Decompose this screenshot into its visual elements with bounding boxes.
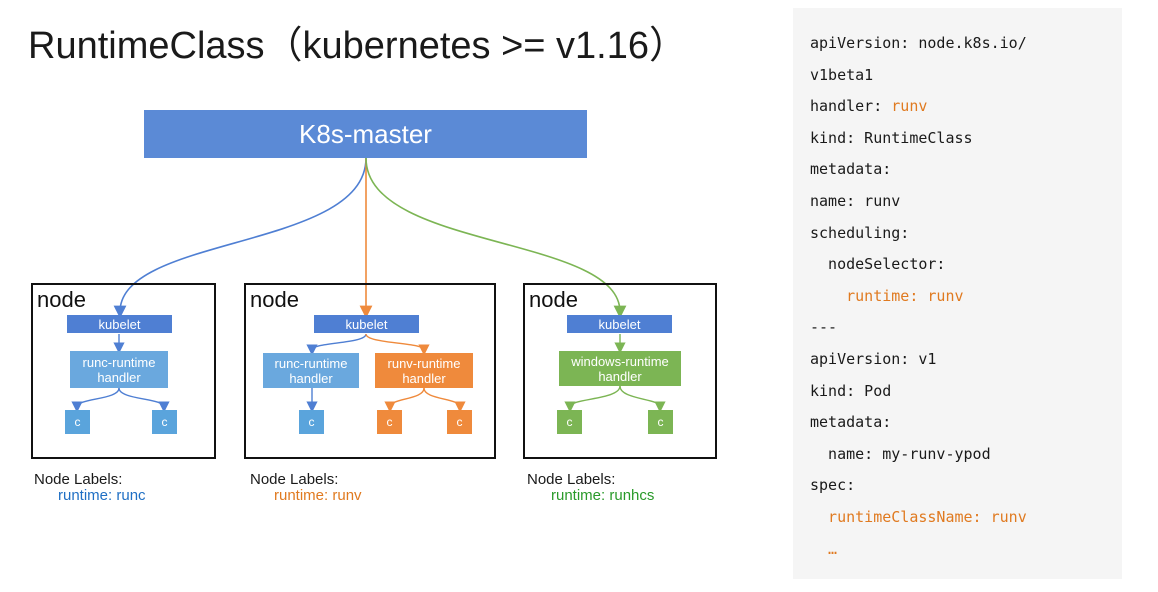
code-line: kind: RuntimeClass	[810, 128, 973, 147]
yaml-code-panel: apiVersion: node.k8s.io/ v1beta1 handler…	[793, 8, 1122, 579]
container-box: c	[648, 410, 673, 434]
code-line: name: runv	[810, 191, 901, 210]
container-box: c	[557, 410, 582, 434]
node-box-1: node	[31, 283, 216, 459]
connector-lines	[71, 157, 666, 413]
code-line: metadata:	[810, 160, 892, 179]
code-line: kind: Pod	[810, 381, 892, 400]
container-box: c	[152, 410, 177, 434]
code-line: runtime: runv	[846, 286, 964, 305]
container-box: c	[447, 410, 472, 434]
code-line: metadata:	[810, 413, 892, 432]
node-labels-title: Node Labels:	[527, 471, 616, 488]
windows-runtime-handler-box: windows-runtime handler	[559, 351, 681, 386]
code-line: apiVersion: node.k8s.io/	[810, 34, 1027, 52]
code-line: name: my-runv-ypod	[828, 444, 991, 463]
kubelet-box: kubelet	[567, 315, 672, 333]
node-label: node	[250, 287, 299, 312]
runc-runtime-handler-box: runc-runtime handler	[70, 351, 168, 388]
kubelet-box: kubelet	[314, 315, 419, 333]
node-label: node	[529, 287, 578, 312]
code-line: nodeSelector:	[828, 255, 946, 274]
code-line: spec:	[810, 476, 856, 495]
runv-runtime-handler-box: runv-runtime handler	[375, 353, 473, 388]
k8s-master-box: K8s-master	[144, 110, 587, 158]
node-box-2: node	[244, 283, 496, 459]
code-line: handler: runv	[810, 97, 928, 116]
node-labels-2: Node Labels: runtime: runv	[250, 472, 362, 504]
node-labels-title: Node Labels:	[34, 471, 123, 488]
container-box: c	[377, 410, 402, 434]
master-to-node1-wire	[113, 157, 367, 319]
runc-runtime-handler-box: runc-runtime handler	[263, 353, 359, 388]
node-labels-value: runtime: runc	[58, 487, 146, 504]
node-labels-3: Node Labels: runtime: runhcs	[527, 472, 654, 504]
code-line: apiVersion: v1	[810, 349, 937, 368]
code-line: scheduling:	[810, 223, 910, 242]
master-to-node3-wire	[365, 157, 627, 319]
node-box-3: node	[523, 283, 717, 459]
kubelet-box: kubelet	[67, 315, 172, 333]
node-labels-value: runtime: runhcs	[551, 487, 655, 504]
code-line: …	[828, 539, 838, 558]
node-labels-title: Node Labels:	[250, 471, 339, 488]
code-line: ---	[810, 318, 838, 337]
code-line: runtimeClassName: runv	[828, 507, 1027, 526]
node-labels-value: runtime: runv	[274, 487, 362, 504]
node-label: node	[37, 287, 86, 312]
container-box: c	[299, 410, 324, 434]
page-title: RuntimeClass（kubernetes >= v1.16）	[28, 25, 687, 67]
code-line: v1beta1	[810, 65, 874, 84]
node-labels-1: Node Labels: runtime: runc	[34, 472, 146, 504]
container-box: c	[65, 410, 90, 434]
